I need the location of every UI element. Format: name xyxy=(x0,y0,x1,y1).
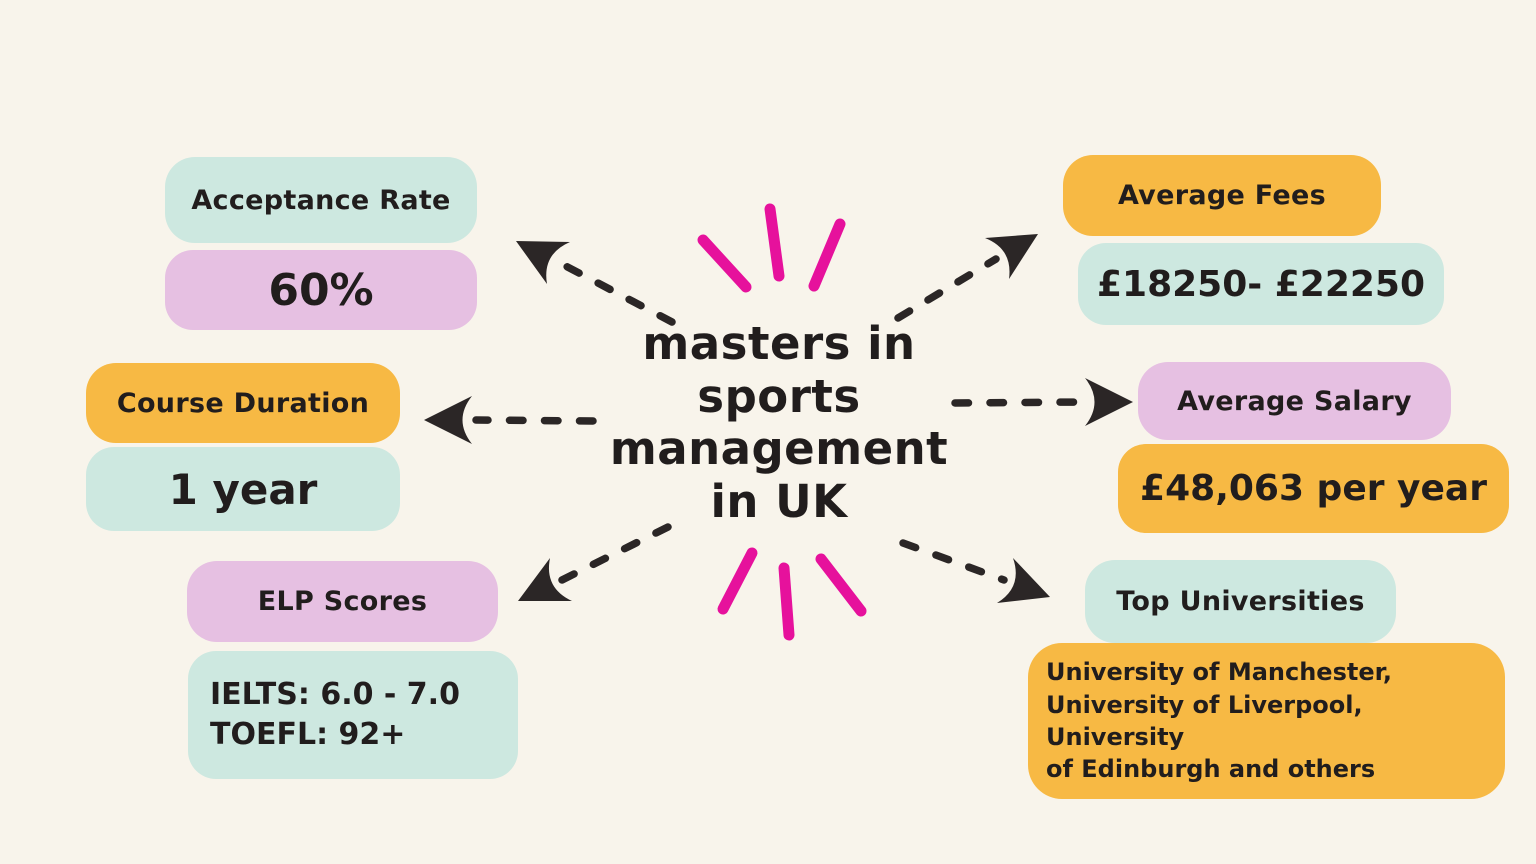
course-duration-label: Course Duration xyxy=(86,363,400,443)
arrow-to-elp-scores xyxy=(518,523,672,601)
arrowhead-left-icon xyxy=(424,396,472,444)
arrowhead-up-right-icon xyxy=(985,234,1038,279)
arrow-to-course-duration xyxy=(424,396,597,444)
course-duration-value: 1 year xyxy=(86,447,400,531)
elp-scores-value: IELTS: 6.0 - 7.0 TOEFL: 92+ xyxy=(188,651,518,779)
arrowhead-up-left-icon xyxy=(516,241,570,284)
average-salary-value: £48,063 per year xyxy=(1118,444,1509,533)
average-fees-value: £18250- £22250 xyxy=(1078,243,1444,325)
arrowhead-down-left-icon xyxy=(518,558,572,601)
arrowhead-down-right-icon xyxy=(997,558,1050,603)
average-fees-label: Average Fees xyxy=(1063,155,1381,236)
emphasis-rays-bottom-icon xyxy=(717,547,867,641)
arrow-to-average-fees xyxy=(894,234,1038,322)
acceptance-rate-label: Acceptance Rate xyxy=(165,157,477,243)
arrow-to-acceptance-rate xyxy=(516,241,676,326)
arrow-to-top-universities xyxy=(899,539,1050,603)
top-universities-label: Top Universities xyxy=(1085,560,1396,643)
emphasis-rays-top-icon xyxy=(697,203,846,293)
page-title: masters in sports management in UK xyxy=(609,317,949,528)
elp-scores-label: ELP Scores xyxy=(187,561,498,642)
average-salary-label: Average Salary xyxy=(1138,362,1451,440)
acceptance-rate-value: 60% xyxy=(165,250,477,330)
arrow-to-average-salary xyxy=(951,378,1133,426)
top-universities-value: University of Manchester, University of … xyxy=(1028,643,1505,799)
arrowhead-right-icon xyxy=(1085,378,1133,426)
